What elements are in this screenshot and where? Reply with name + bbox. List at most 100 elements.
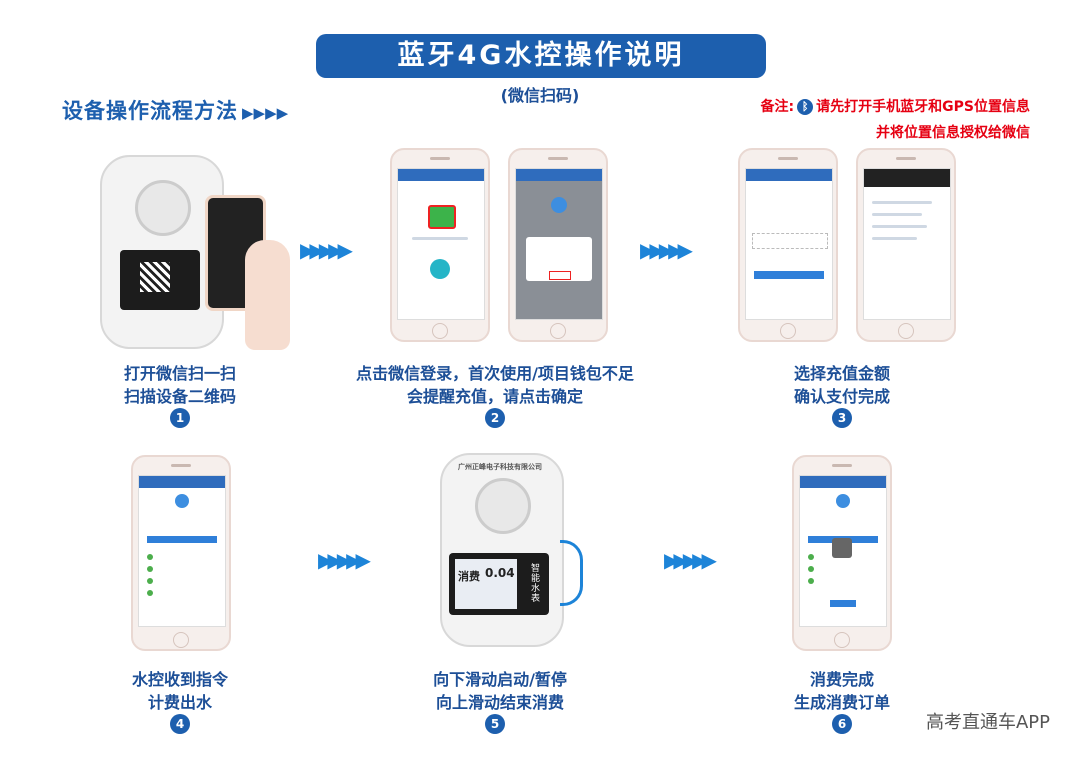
step1-number: 1 <box>170 408 190 428</box>
step3-caption: 选择充值金额 确认支付完成 <box>742 362 942 408</box>
step2-line1: 点击微信登录，首次使用/项目钱包不足 <box>356 364 634 383</box>
step2-number: 2 <box>485 408 505 428</box>
check-icon <box>147 566 153 572</box>
step2-phone-login <box>390 148 490 342</box>
phone-speaker <box>832 464 852 467</box>
device-icon <box>175 494 189 508</box>
note-text-2: 并将位置信息授权给微信 <box>876 125 1030 141</box>
meter-brand: 广州正峰电子科技有限公司 <box>458 463 542 471</box>
meter-display-value: 0.04 <box>485 566 515 580</box>
flow-arrow-1-2: ▶▶▶▶▶ <box>300 238 353 262</box>
meter-dial <box>475 478 531 534</box>
home-button <box>432 323 448 339</box>
home-button <box>834 632 850 648</box>
check-icon <box>147 590 153 596</box>
confirm-button <box>549 271 571 280</box>
step2-caption: 点击微信登录，首次使用/项目钱包不足 会提醒充值，请点击确定 <box>330 362 660 408</box>
step6-caption: 消费完成 生成消费订单 <box>742 668 942 714</box>
home-button <box>550 323 566 339</box>
meter-dial <box>135 180 191 236</box>
phone-speaker <box>171 464 191 467</box>
text-placeholder <box>872 201 932 204</box>
check-icon <box>147 554 153 560</box>
wechat-login-icon <box>428 205 456 229</box>
step6-number: 6 <box>832 714 852 734</box>
pay-button <box>754 271 824 279</box>
phone-screen <box>799 475 887 627</box>
text-placeholder <box>412 237 468 240</box>
phone-screen <box>863 168 951 320</box>
process-heading-text: 设备操作流程方法 <box>62 99 238 123</box>
screen-header <box>398 169 484 181</box>
phone-screen <box>515 168 603 320</box>
flow-arrow-2-3: ▶▶▶▶▶ <box>640 238 693 262</box>
check-icon <box>147 578 153 584</box>
step4-line2: 计费出水 <box>147 693 212 712</box>
finish-button <box>830 600 856 607</box>
device-icon <box>551 197 567 213</box>
step6-line1: 消费完成 <box>809 670 874 689</box>
hand <box>245 240 290 350</box>
step1-illustration <box>95 150 295 360</box>
text-placeholder <box>872 237 917 240</box>
bluetooth-icon: ᛒ <box>797 99 814 115</box>
step3-number: 3 <box>832 408 852 428</box>
screen-header <box>139 476 225 488</box>
order-overlay <box>832 538 852 558</box>
phone-speaker <box>430 157 450 160</box>
step4-line1: 水控收到指令 <box>131 670 228 689</box>
step6-phone-complete <box>792 455 892 651</box>
watermark: 高考直通车APP <box>925 712 1050 733</box>
step5-number: 5 <box>485 714 505 734</box>
recharge-dialog <box>526 237 592 281</box>
home-button <box>173 632 189 648</box>
status-button <box>147 536 217 543</box>
screen-header <box>800 476 886 488</box>
step1-line2: 扫描设备二维码 <box>123 387 236 406</box>
step3-line2: 确认支付完成 <box>793 387 890 406</box>
swipe-indicator-icon <box>560 540 583 606</box>
title-banner: 蓝牙4G水控操作说明 <box>316 34 766 78</box>
text-placeholder <box>872 225 927 228</box>
step1-caption: 打开微信扫一扫 扫描设备二维码 <box>80 362 280 408</box>
phone-screen <box>138 475 226 627</box>
process-heading: 设备操作流程方法▶▶▶▶ <box>62 95 288 125</box>
step2-phone-prompt <box>508 148 608 342</box>
step5-line1: 向下滑动启动/暂停 <box>433 670 567 689</box>
phone-speaker <box>548 157 568 160</box>
screen-header <box>516 169 602 181</box>
step5-illustration: 广州正峰电子科技有限公司 消费 0.04 智能水表 <box>435 448 595 648</box>
subtitle: (微信扫码) <box>500 86 580 105</box>
phone-speaker <box>778 157 798 160</box>
check-icon <box>808 566 814 572</box>
amount-options <box>752 233 828 249</box>
step1-line1: 打开微信扫一扫 <box>123 364 236 383</box>
flow-arrow-4-5: ▶▶▶▶▶ <box>318 548 371 572</box>
check-icon <box>808 578 814 584</box>
step6-line2: 生成消费订单 <box>793 693 890 712</box>
step2-line2: 会提醒充值，请点击确定 <box>406 387 583 406</box>
device-icon <box>836 494 850 508</box>
step4-phone-dispensing <box>131 455 231 651</box>
phone-screen <box>745 168 833 320</box>
check-icon <box>808 554 814 560</box>
step3-phone-recharge <box>738 148 838 342</box>
screen-header <box>746 169 832 181</box>
step5-line2: 向上滑动结束消费 <box>435 693 564 712</box>
step3-phone-order <box>856 148 956 342</box>
flow-arrow-5-6: ▶▶▶▶▶ <box>664 548 717 572</box>
step5-caption: 向下滑动启动/暂停 向上滑动结束消费 <box>380 668 620 714</box>
note-text-1: 请先打开手机蓝牙和GPS位置信息 <box>816 99 1030 115</box>
screen-header <box>864 169 950 187</box>
meter-lcd <box>455 559 517 609</box>
process-arrows: ▶▶▶▶ <box>242 104 289 122</box>
phone-login-icon <box>430 259 450 279</box>
meter-display-label: 消费 <box>458 570 480 583</box>
home-button <box>898 323 914 339</box>
qr-code <box>140 262 170 292</box>
home-button <box>780 323 796 339</box>
step3-line1: 选择充值金额 <box>793 364 890 383</box>
text-placeholder <box>872 213 922 216</box>
